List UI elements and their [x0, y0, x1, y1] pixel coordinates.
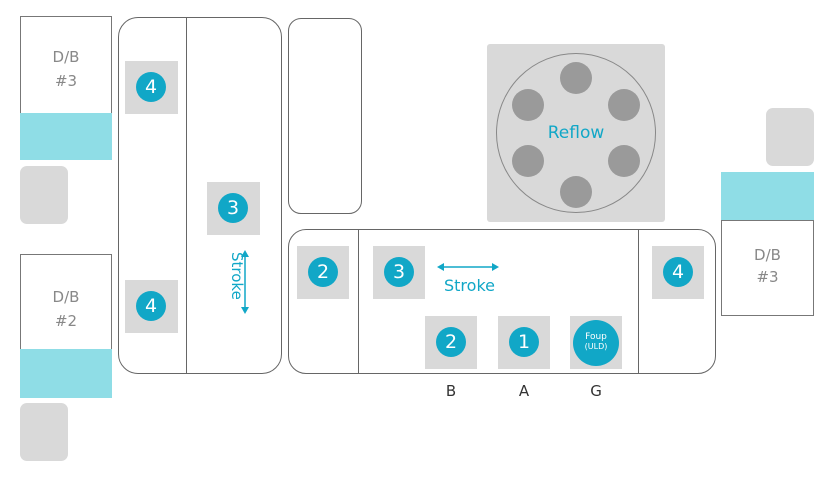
- label-a: A: [518, 382, 530, 400]
- foup-uld-badge: Foup (ULD): [573, 320, 619, 366]
- left-unit-station-bottom: 4: [125, 280, 178, 333]
- reflow-turntable: [496, 53, 656, 213]
- left-unit-stroke-label: Stroke: [228, 252, 246, 300]
- reflow-slot: [512, 89, 544, 121]
- db-3-left-title: D/B: [52, 48, 80, 66]
- empty-module-frame: [288, 18, 362, 214]
- station-number-badge: 4: [136, 72, 166, 102]
- db-3-left-grey-block: [20, 166, 68, 224]
- left-unit-station-mid: 3: [207, 182, 260, 235]
- db-3-left-cyan-band: [20, 113, 112, 160]
- station-a: 1: [498, 316, 550, 369]
- bottom-unit-station-left: 2: [297, 246, 349, 299]
- reflow-slot: [560, 176, 592, 208]
- reflow-slot: [560, 62, 592, 94]
- db-3-right-box: D/B #3: [721, 220, 814, 316]
- reflow-label: Reflow: [547, 123, 605, 143]
- bottom-unit-station-mid: 3: [373, 246, 425, 299]
- station-number-badge: 3: [218, 193, 248, 223]
- reflow-area: Reflow: [487, 44, 665, 222]
- bottom-unit-frame: [288, 229, 716, 374]
- station-number-badge: 3: [384, 257, 414, 287]
- label-g: G: [590, 382, 602, 400]
- foup-label: Foup: [585, 332, 607, 342]
- left-unit-divider: [186, 18, 187, 373]
- station-g: Foup (ULD): [570, 316, 622, 369]
- reflow-slot: [512, 145, 544, 177]
- left-unit-station-top: 4: [125, 61, 178, 114]
- station-number-badge: 2: [436, 327, 466, 357]
- db-2-box: D/B #2: [20, 254, 112, 350]
- horizontal-stroke-arrow-icon: [437, 263, 499, 271]
- reflow-slot: [608, 145, 640, 177]
- vertical-stroke-arrow-icon: [241, 250, 249, 314]
- station-number-badge: 4: [663, 257, 693, 287]
- db-2-title: D/B: [52, 288, 80, 306]
- station-number-badge: 4: [136, 291, 166, 321]
- db-3-left-box: D/B #3: [20, 16, 112, 114]
- bottom-unit-station-right: 4: [652, 246, 704, 299]
- db-3-right-title: D/B: [754, 246, 781, 264]
- station-number-badge: 1: [509, 327, 539, 357]
- db-2-number: #2: [54, 312, 78, 330]
- db-3-left-number: #3: [54, 72, 78, 90]
- reflow-slot: [608, 89, 640, 121]
- bottom-unit-left-divider: [358, 230, 359, 373]
- db-3-right-number: #3: [756, 268, 779, 286]
- db-3-right-cyan-band: [721, 172, 814, 221]
- db-2-cyan-band: [20, 349, 112, 398]
- station-b: 2: [425, 316, 477, 369]
- bottom-unit-right-divider: [638, 230, 639, 373]
- db-2-grey-block: [20, 403, 68, 461]
- station-number-badge: 2: [308, 257, 338, 287]
- uld-label: (ULD): [584, 342, 608, 351]
- label-b: B: [445, 382, 457, 400]
- db-3-right-grey-block: [766, 108, 814, 166]
- bottom-unit-stroke-label: Stroke: [444, 276, 495, 295]
